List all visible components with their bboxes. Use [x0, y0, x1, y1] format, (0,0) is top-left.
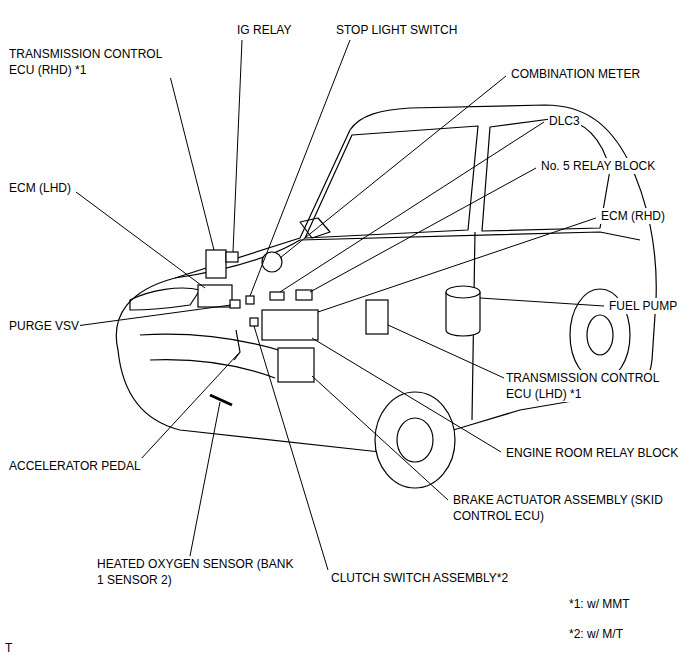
windshield [305, 126, 478, 238]
relay-block-5 [296, 290, 312, 300]
tcu-lhd-box [366, 300, 388, 334]
leader-line [140, 354, 238, 460]
part-label: BRAKE ACTUATOR ASSEMBLY (SKID CONTROL EC… [452, 492, 664, 524]
leader-line [480, 298, 604, 306]
leader-line [388, 325, 504, 378]
clutch-switch [250, 318, 258, 326]
part-label: TRANSMISSION CONTROL ECU (LHD) *1 [505, 370, 687, 402]
leader-line [254, 326, 328, 570]
part-label: ECM (RHD) [600, 208, 666, 224]
headlight [130, 288, 200, 310]
hood-line [175, 240, 300, 278]
part-label: DLC3 [548, 113, 581, 129]
part-label: PURGE VSV [8, 318, 80, 334]
parts [198, 250, 480, 405]
footnote: *2: w/ M/T [568, 626, 624, 642]
leader-line [312, 376, 448, 500]
footnote: T [4, 640, 13, 656]
leader-line [318, 218, 596, 312]
oxygen-sensor [210, 395, 232, 405]
side-window [482, 118, 610, 231]
brake-actuator [278, 348, 314, 382]
leader-lines [76, 40, 604, 570]
part-label: HEATED OXYGEN SENSOR (BANK 1 SENSOR 2) [96, 556, 298, 588]
leader-line [170, 76, 214, 250]
dlc3-box [270, 292, 284, 300]
front-hub [397, 418, 433, 462]
leader-line [312, 338, 501, 452]
belt-line [300, 232, 640, 240]
purge-vsv [230, 300, 240, 308]
ig-relay-box [226, 252, 238, 262]
car-body [116, 105, 656, 488]
leader-line [280, 76, 506, 258]
leader-line [250, 40, 350, 296]
leader-line [76, 305, 231, 326]
part-label: ECM (LHD) [8, 180, 72, 196]
part-label: TRANSMISSION CONTROL ECU (RHD) *1 [8, 46, 190, 78]
part-label: ENGINE ROOM RELAY BLOCK [505, 445, 679, 461]
rear-hub [587, 315, 613, 355]
part-label: No. 5 RELAY BLOCK [540, 158, 656, 174]
part-label: ACCELERATOR PEDAL [8, 458, 142, 474]
engine-room-relay-block [262, 310, 318, 340]
leader-line [233, 40, 242, 252]
leader-line [280, 122, 544, 292]
part-label: IG RELAY [236, 22, 292, 38]
footnote: *1: w/ MMT [568, 596, 631, 612]
leader-line [76, 192, 205, 288]
tcu-rhd-box [206, 250, 226, 278]
combination-meter [262, 252, 282, 272]
leader-line [310, 168, 536, 292]
leader-line [190, 402, 220, 556]
part-label: STOP LIGHT SWITCH [335, 22, 458, 38]
stop-light-switch [246, 296, 254, 304]
part-label: FUEL PUMP [608, 298, 678, 314]
part-label: COMBINATION METER [510, 66, 641, 82]
ecm-lhd-box [198, 285, 232, 307]
fuel-pump-top [446, 286, 480, 298]
part-label: CLUTCH SWITCH ASSEMBLY*2 [330, 570, 509, 586]
front-wheel [375, 392, 455, 488]
